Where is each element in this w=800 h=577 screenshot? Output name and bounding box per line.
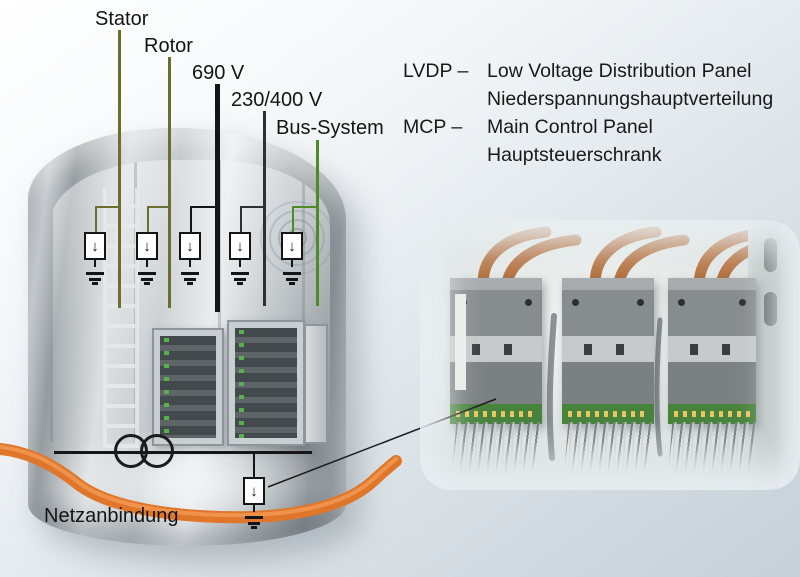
gray-cable bbox=[546, 313, 557, 461]
transformer-icon bbox=[140, 434, 174, 468]
device-terminal-block bbox=[668, 336, 756, 362]
device-terminal-block bbox=[562, 336, 654, 362]
feeder-line-bus-system bbox=[316, 140, 319, 306]
cabinet-lvdp bbox=[152, 328, 224, 446]
branch-wire bbox=[190, 206, 217, 232]
legend-text-mcp-en: Main Control Panel bbox=[487, 116, 653, 138]
down-arrow-icon: ↓ bbox=[91, 237, 99, 255]
surge-arrester-icon: ↓ bbox=[136, 232, 158, 260]
surge-arrester-icon: ↓ bbox=[179, 232, 201, 260]
branch-wire bbox=[240, 206, 264, 232]
device-cap bbox=[450, 278, 542, 290]
cabinet-frame bbox=[748, 220, 800, 490]
cabinet-mcp bbox=[227, 320, 305, 446]
legend-text-mcp-de: Hauptsteuerschrank bbox=[487, 144, 662, 166]
surge-arrester-icon: ↓ bbox=[243, 477, 265, 505]
legend-spacer bbox=[403, 85, 487, 113]
feeder-label-230-400v: 230/400 V bbox=[231, 89, 323, 111]
legend-text-lvdp-de: Niederspannungshauptverteilung bbox=[487, 88, 774, 110]
legend-abbr-mcp: MCP – bbox=[403, 116, 463, 138]
legend-spacer bbox=[403, 141, 487, 169]
wire-drop bbox=[253, 453, 255, 477]
surge-arrester-icon: ↓ bbox=[84, 232, 106, 260]
gray-cable bbox=[654, 317, 663, 457]
feeder-line-rotor bbox=[168, 57, 171, 308]
grid-line bbox=[54, 451, 312, 454]
device-wires bbox=[563, 422, 653, 474]
branch-wire bbox=[292, 206, 317, 232]
feeder-label-690v: 690 V bbox=[192, 62, 245, 84]
cabinet-door bbox=[304, 324, 328, 444]
feeder-line-230-400v bbox=[263, 111, 266, 306]
earth-ground-icon bbox=[245, 516, 263, 529]
equipment-rack bbox=[235, 328, 297, 438]
device-wires bbox=[451, 422, 541, 474]
grid-connection-label: Netzanbindung bbox=[44, 505, 179, 527]
down-arrow-icon: ↓ bbox=[250, 482, 258, 500]
feeder-label-stator: Stator bbox=[95, 8, 149, 30]
surge-arrester-icon: ↓ bbox=[281, 232, 303, 260]
surge-device bbox=[450, 278, 542, 424]
branch-wire bbox=[147, 206, 169, 232]
device-wires bbox=[667, 422, 757, 474]
earth-ground-icon bbox=[283, 272, 301, 285]
down-arrow-icon: ↓ bbox=[288, 237, 296, 255]
device-pcb-terminal bbox=[562, 404, 654, 424]
photo-inset-surge-devices bbox=[420, 220, 800, 490]
feeder-label-rotor: Rotor bbox=[144, 35, 193, 57]
earth-ground-icon bbox=[181, 272, 199, 285]
device-label-strip bbox=[455, 294, 466, 390]
device-cap bbox=[562, 278, 654, 290]
earth-ground-icon bbox=[231, 272, 249, 285]
feeder-line-690v bbox=[215, 84, 220, 312]
feeder-label-bus-system: Bus-System bbox=[276, 117, 384, 139]
device-upper-housing bbox=[562, 290, 654, 336]
down-arrow-icon: ↓ bbox=[236, 237, 244, 255]
earth-ground-icon bbox=[138, 272, 156, 285]
surge-device bbox=[562, 278, 654, 424]
device-pcb-terminal bbox=[450, 404, 542, 424]
down-arrow-icon: ↓ bbox=[186, 237, 194, 255]
device-pcb-terminal bbox=[668, 404, 756, 424]
down-arrow-icon: ↓ bbox=[143, 237, 151, 255]
legend-abbr-lvdp: LVDP – bbox=[403, 60, 469, 82]
feeder-line-stator bbox=[118, 30, 121, 308]
device-lower-housing bbox=[668, 362, 756, 404]
device-lower-housing bbox=[562, 362, 654, 404]
branch-wire bbox=[95, 206, 119, 232]
equipment-rack bbox=[160, 336, 216, 438]
device-upper-housing bbox=[668, 290, 756, 336]
surge-arrester-icon: ↓ bbox=[229, 232, 251, 260]
legend: LVDP – Low Voltage Distribution Panel Ni… bbox=[403, 57, 773, 169]
earth-ground-icon bbox=[86, 272, 104, 285]
device-cap bbox=[668, 278, 756, 290]
ladder-icon bbox=[103, 188, 139, 448]
legend-text-lvdp-en: Low Voltage Distribution Panel bbox=[487, 60, 752, 82]
surge-device bbox=[668, 278, 756, 424]
